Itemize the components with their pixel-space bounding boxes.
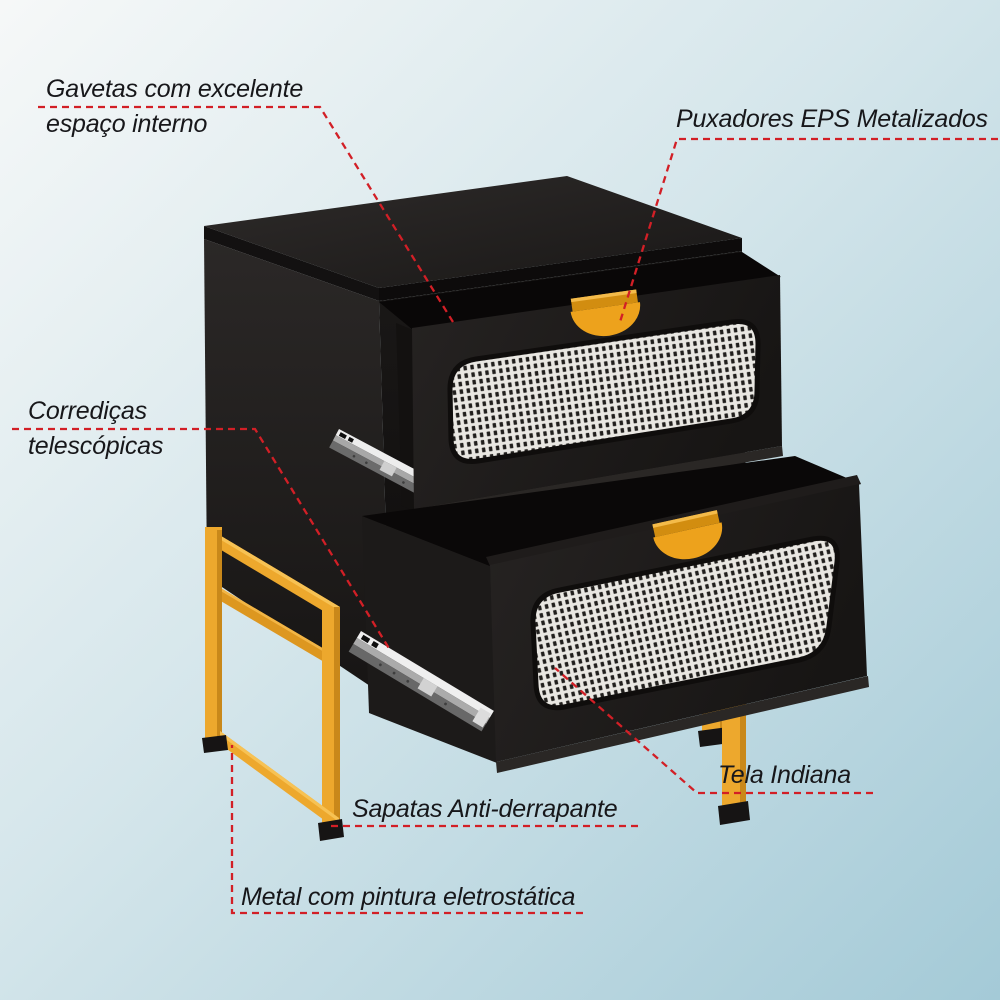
- label-corredicas: Corrediças telescópicas: [28, 394, 163, 464]
- label-corredicas-line1: Corrediças: [28, 397, 147, 425]
- label-metal-line1: Metal com pintura eletrostática: [241, 883, 576, 911]
- cabinet-top-edge-right: [379, 238, 742, 301]
- cabinet-top: [204, 176, 742, 288]
- label-tela-indiana: Tela Indiana: [718, 758, 851, 793]
- label-sapatas-line1: Sapatas Anti-derrapante: [352, 795, 618, 823]
- annotation-line-tela: [554, 667, 873, 795]
- drawer2-handle: [652, 510, 723, 560]
- drawer1-handle: [570, 289, 641, 337]
- right-leg-front-foot: [718, 801, 750, 825]
- cabinet-top-edge-left: [204, 226, 379, 301]
- label-corredicas-line2: telescópicas: [28, 432, 164, 460]
- annotation-line-gavetas: [38, 105, 454, 323]
- drawer2-bottom-edge: [496, 676, 869, 773]
- telescopic-slide-1: [329, 429, 436, 499]
- drawer2-cane-mesh-panel: [530, 535, 840, 711]
- label-puxadores: Puxadores EPS Metalizados: [676, 102, 988, 137]
- annotation-line-metal: [230, 745, 583, 915]
- label-gavetas-line1: Gavetas com excelente: [46, 75, 304, 103]
- drawer2: [348, 456, 869, 773]
- label-tela-indiana-line1: Tela Indiana: [718, 761, 851, 789]
- annotation-line-corredicas: [12, 427, 391, 651]
- left-leg-back-foot: [202, 735, 228, 753]
- left-leg-frame: [202, 527, 344, 841]
- annotation-lines: [12, 105, 998, 915]
- drawer1-cane-mesh-panel: [447, 318, 761, 465]
- left-leg-front-foot: [318, 819, 344, 841]
- drawer1-opening: [379, 252, 781, 330]
- annotation-line-puxadores: [618, 137, 998, 323]
- label-gavetas-line2: espaço interno: [46, 110, 208, 138]
- label-sapatas: Sapatas Anti-derrapante: [352, 792, 618, 827]
- label-gavetas: Gavetas com excelente espaço interno: [46, 72, 303, 142]
- cabinet-left-panel: [204, 239, 391, 700]
- drawer2-open-interior: [362, 456, 861, 566]
- label-metal: Metal com pintura eletrostática: [241, 880, 575, 915]
- label-puxadores-line1: Puxadores EPS Metalizados: [676, 105, 988, 133]
- telescopic-slide-2: [348, 631, 494, 732]
